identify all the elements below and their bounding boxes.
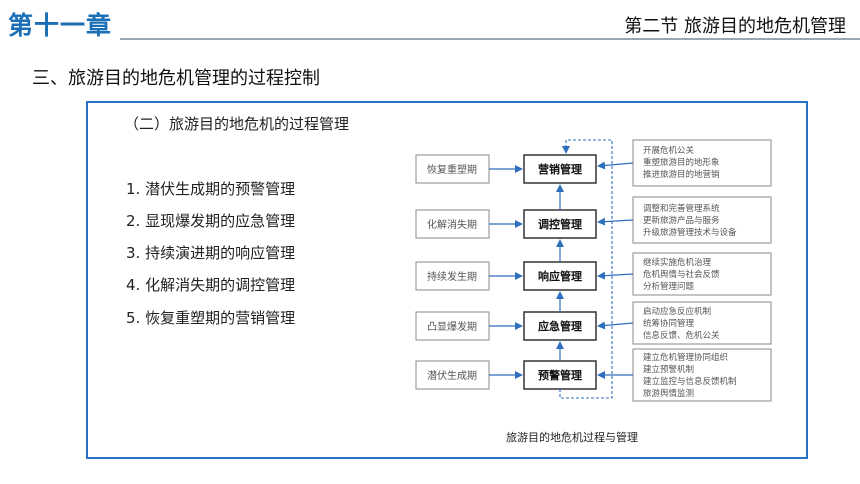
notes-box bbox=[632, 196, 772, 244]
chapter-title: 第十一章 bbox=[8, 11, 113, 40]
slide-subtitle: 三、旅游目的地危机管理的过程控制 bbox=[32, 68, 320, 89]
diagram-caption: 旅游目的地危机过程与管理 bbox=[506, 431, 638, 444]
phase-label: 恢复重塑期 bbox=[427, 163, 477, 176]
notes-arrow bbox=[597, 161, 634, 170]
list-item: 1. 潜伏生成期的预警管理 bbox=[126, 180, 296, 198]
note-line: 重塑旅游目的地形象 bbox=[643, 157, 720, 168]
stage-box bbox=[523, 311, 597, 341]
phase-box bbox=[415, 209, 490, 239]
stage-label: 调控管理 bbox=[538, 217, 582, 231]
notes-arrow bbox=[597, 217, 634, 226]
list-item: 2. 显现爆发期的应急管理 bbox=[126, 212, 296, 230]
note-line: 危机舆情与社会反馈 bbox=[643, 269, 720, 280]
phase-box bbox=[415, 360, 490, 390]
phase-label: 化解消失期 bbox=[427, 218, 477, 231]
frame-title: （二）旅游目的地危机的过程管理 bbox=[124, 115, 350, 133]
stage-box bbox=[523, 154, 597, 184]
stage-box bbox=[523, 360, 597, 390]
phase-label: 持续发生期 bbox=[427, 270, 477, 283]
note-line: 更新旅游产品与服务 bbox=[643, 215, 720, 226]
notes-box bbox=[632, 348, 772, 402]
note-line: 升级旅游管理技术与设备 bbox=[643, 227, 737, 238]
header-divider bbox=[120, 38, 860, 40]
list-item: 5. 恢复重塑期的营销管理 bbox=[126, 309, 296, 327]
stage-label: 预警管理 bbox=[538, 368, 582, 382]
note-line: 开展危机公关 bbox=[643, 145, 695, 156]
stage-label: 响应管理 bbox=[538, 269, 582, 283]
phase-box bbox=[415, 311, 490, 341]
phase-label: 凸显爆发期 bbox=[427, 320, 477, 333]
stage-label: 应急管理 bbox=[538, 319, 582, 333]
notes-box bbox=[632, 252, 772, 296]
note-line: 旅游舆情监测 bbox=[643, 388, 694, 399]
phase-label: 潜伏生成期 bbox=[427, 369, 477, 382]
note-line: 分析管理问题 bbox=[643, 281, 695, 292]
note-line: 统筹协同管理 bbox=[643, 318, 695, 329]
notes-arrow bbox=[597, 321, 634, 330]
stage-box bbox=[523, 209, 597, 239]
list-item: 4. 化解消失期的调控管理 bbox=[126, 276, 296, 294]
notes-box bbox=[632, 139, 772, 187]
list-item: 3. 持续演进期的响应管理 bbox=[126, 244, 296, 262]
notes-arrow bbox=[597, 271, 634, 280]
stage-label: 营销管理 bbox=[538, 162, 582, 176]
content-frame bbox=[86, 101, 808, 459]
feedback-loop bbox=[559, 139, 613, 399]
note-line: 继续实施危机治理 bbox=[643, 257, 712, 268]
note-line: 启动应急反应机制 bbox=[643, 306, 711, 317]
note-line: 建立监控与信息反馈机制 bbox=[643, 376, 737, 387]
note-line: 建立预警机制 bbox=[643, 364, 694, 375]
note-line: 建立危机管理协同组织 bbox=[643, 352, 728, 363]
note-line: 推进旅游目的地营销 bbox=[643, 169, 720, 180]
section-title: 第二节 旅游目的地危机管理 bbox=[624, 16, 846, 37]
note-line: 信息反馈、危机公关 bbox=[643, 330, 720, 341]
note-line: 调整和完善管理系统 bbox=[643, 203, 720, 214]
notes-box bbox=[632, 301, 772, 345]
